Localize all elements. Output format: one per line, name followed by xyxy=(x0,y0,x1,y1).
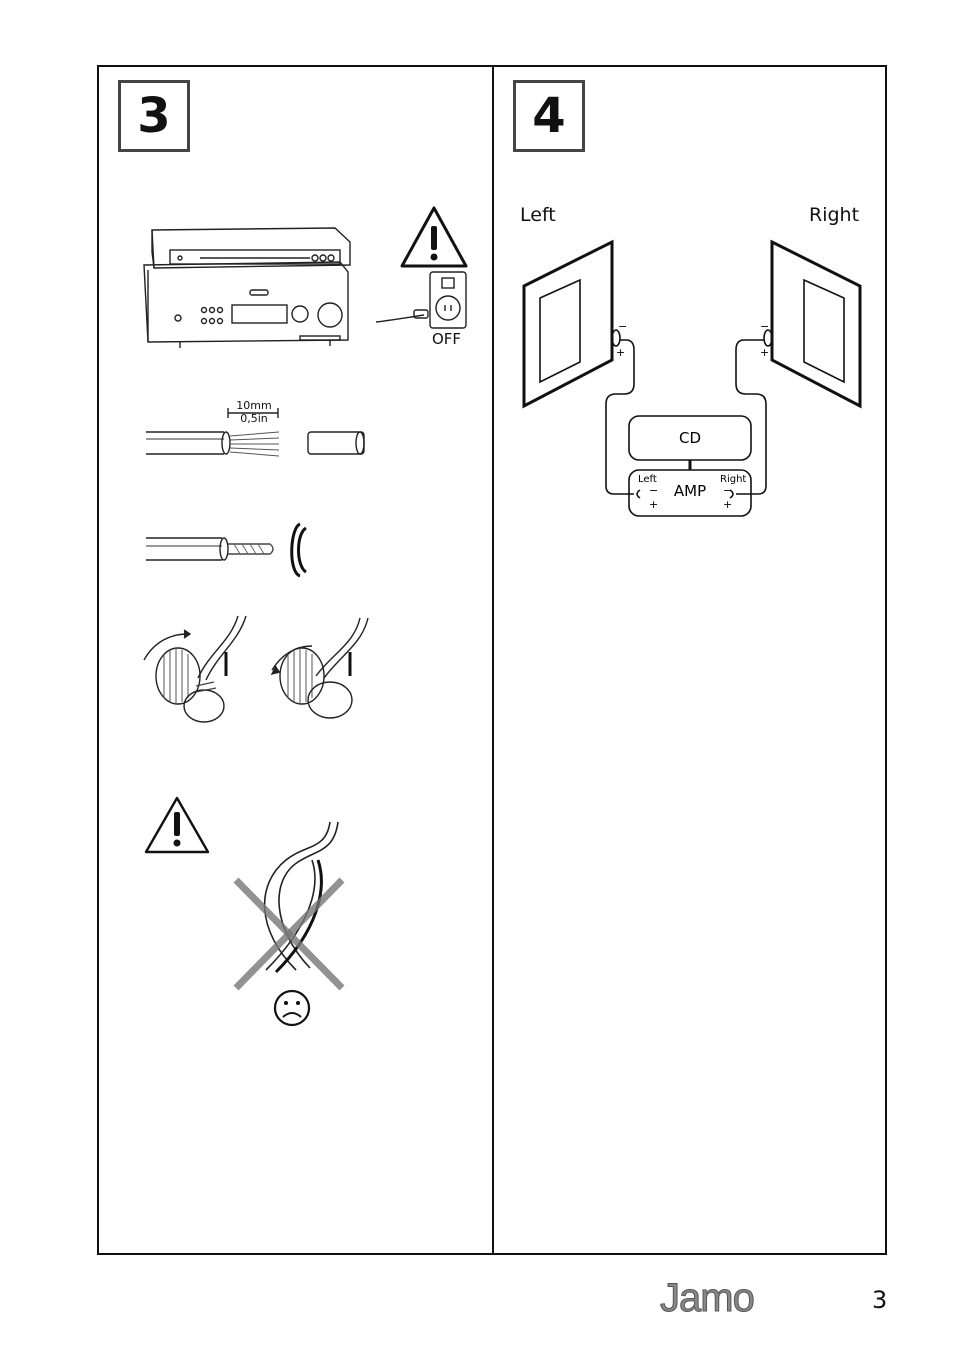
power-outlet-icon xyxy=(375,271,467,329)
wiring-diagram: − + − + CD AMP Left Right − + − + xyxy=(522,239,862,517)
right-speaker-label: Right xyxy=(809,204,860,226)
step-4-number: 4 xyxy=(532,88,566,144)
left-speaker-plus: + xyxy=(616,346,625,359)
wire-stripping-illustration xyxy=(146,408,365,457)
cd-player-label: CD xyxy=(679,429,701,447)
sad-face-icon xyxy=(273,989,311,1027)
right-speaker-minus: − xyxy=(760,320,769,333)
amp-right-terminal-label: Right xyxy=(720,474,746,485)
binding-post-illustration xyxy=(143,615,369,723)
stereo-equipment-illustration xyxy=(143,227,351,348)
left-speaker-minus: − xyxy=(618,320,627,333)
step-4-number-box: 4 xyxy=(513,80,585,152)
off-label: OFF xyxy=(432,330,462,348)
amp-left-minus: − xyxy=(649,484,658,497)
short-circuit-warning-illustration xyxy=(233,821,345,1027)
twisted-wire-illustration xyxy=(146,522,308,578)
left-speaker-label: Left xyxy=(520,204,556,226)
column-divider xyxy=(492,65,494,1255)
right-speaker-plus: + xyxy=(760,346,769,359)
strip-length-mm: 10mm xyxy=(236,399,272,412)
strip-length-label: 10mm 0,5in xyxy=(232,399,276,425)
step-3-number: 3 xyxy=(137,88,171,144)
warning-icon xyxy=(400,206,468,268)
warning-icon-2 xyxy=(144,796,210,854)
jamo-logo: Jamo xyxy=(660,1276,756,1321)
amp-right-minus: − xyxy=(723,484,732,497)
amp-left-terminal-label: Left xyxy=(638,474,657,485)
strip-length-in: 0,5in xyxy=(240,412,268,425)
step-3-number-box: 3 xyxy=(118,80,190,152)
amp-right-plus: + xyxy=(723,498,732,511)
amplifier-label: AMP xyxy=(674,482,706,500)
page-number: 3 xyxy=(872,1286,888,1314)
amp-left-plus: + xyxy=(649,498,658,511)
